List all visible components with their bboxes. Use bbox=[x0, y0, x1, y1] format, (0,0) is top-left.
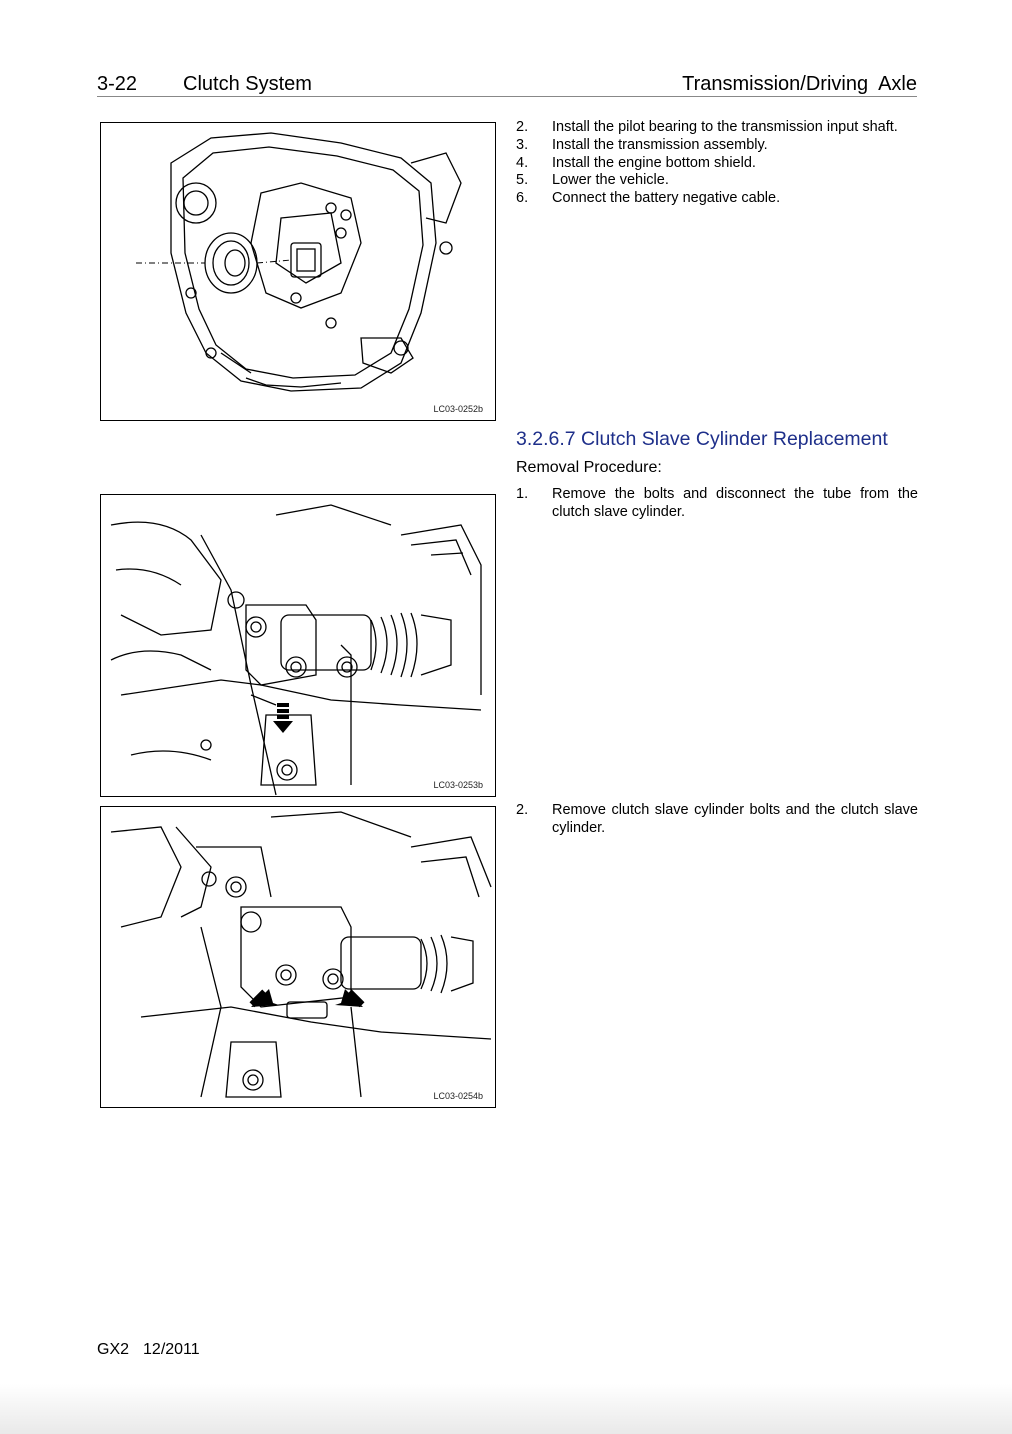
figure-slave-cylinder-bolts: LC03-0254b bbox=[100, 806, 496, 1108]
figure-code: LC03-0253b bbox=[433, 780, 483, 790]
figure-code: LC03-0252b bbox=[433, 404, 483, 414]
removal-procedure-heading: Removal Procedure: bbox=[516, 459, 662, 476]
page-number: 3-22 bbox=[97, 73, 138, 95]
list-item: 2.Remove clutch slave cylinder bolts and… bbox=[516, 802, 918, 836]
footer-model: GX2 bbox=[97, 1341, 130, 1358]
chapter-name: Transmission/Driving Axle bbox=[682, 73, 917, 95]
page-header: 3-22 Clutch System Transmission/Driving … bbox=[97, 72, 917, 97]
section-name: Clutch System bbox=[183, 73, 312, 95]
page-footer: GX2 12/2011 bbox=[97, 1340, 200, 1360]
footer-date: 12/2011 bbox=[143, 1341, 200, 1358]
transmission-housing-illustration bbox=[136, 132, 462, 392]
list-item: 3.Install the transmission assembly. bbox=[516, 136, 768, 153]
figure-transmission-housing: LC03-0252b bbox=[100, 122, 496, 421]
page-bottom-shadow bbox=[0, 1384, 1012, 1434]
figure-slave-cylinder-tube: LC03-0253b bbox=[100, 494, 496, 797]
removal-step-1: 1.Remove the bolts and disconnect the tu… bbox=[516, 486, 918, 522]
install-steps-list: 2.Install the pilot bearing to the trans… bbox=[516, 119, 918, 208]
figure-code: LC03-0254b bbox=[433, 1091, 483, 1101]
slave-cylinder-bolts-illustration bbox=[110, 811, 492, 1098]
list-item: 6.Connect the battery negative cable. bbox=[516, 190, 781, 207]
list-item: 5.Lower the vehicle. bbox=[516, 172, 669, 189]
list-item: 2.Install the pilot bearing to the trans… bbox=[516, 119, 898, 135]
section-heading: 3.2.6.7 Clutch Slave Cylinder Replacemen… bbox=[516, 428, 888, 450]
removal-step-2: 2.Remove clutch slave cylinder bolts and… bbox=[516, 802, 918, 838]
list-item: 4.Install the engine bottom shield. bbox=[516, 154, 756, 171]
list-item: 1.Remove the bolts and disconnect the tu… bbox=[516, 486, 918, 520]
slave-cylinder-tube-illustration bbox=[110, 504, 482, 796]
